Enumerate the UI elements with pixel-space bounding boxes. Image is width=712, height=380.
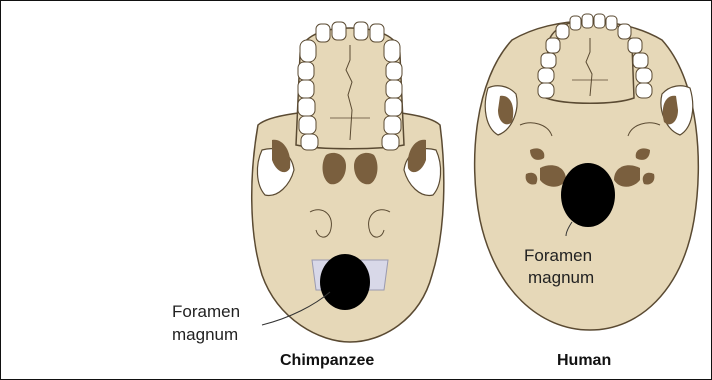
human-foramen-label-line2: magnum (528, 268, 594, 288)
chimp-foramen-label-line1: Foramen (172, 302, 240, 322)
human-caption: Human (557, 352, 611, 370)
human-foramen-magnum (561, 163, 615, 227)
chimp-skull (252, 22, 444, 342)
chimp-foramen-magnum (320, 254, 370, 310)
chimp-caption: Chimpanzee (280, 352, 374, 370)
human-foramen-label-line1: Foramen (524, 246, 592, 266)
chimp-foramen-label-line2: magnum (172, 325, 238, 345)
